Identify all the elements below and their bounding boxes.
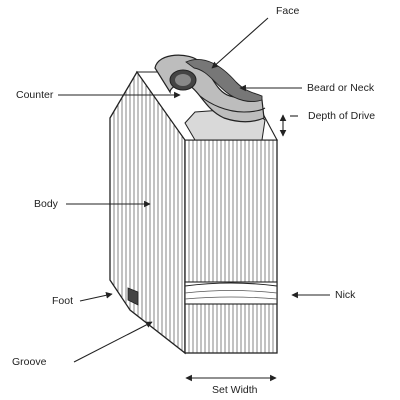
- foot-leader: [79, 292, 113, 302]
- label-nick: Nick: [335, 289, 356, 301]
- front-hatching: [188, 140, 274, 353]
- labels: Face Counter Beard or Neck Depth of Driv…: [12, 5, 375, 396]
- label-face: Face: [276, 5, 300, 17]
- groove-leader: [73, 321, 153, 363]
- label-set-width: Set Width: [212, 384, 258, 396]
- face-leader: [211, 17, 269, 69]
- label-depth-of-drive: Depth of Drive: [308, 110, 375, 122]
- label-foot: Foot: [52, 295, 73, 307]
- block-front-face: [184, 139, 278, 354]
- leader-lines: [58, 17, 330, 382]
- label-body: Body: [34, 198, 59, 210]
- label-groove: Groove: [12, 356, 47, 368]
- label-counter: Counter: [16, 89, 54, 101]
- nick-groove: [184, 281, 278, 305]
- groove-notch: [127, 287, 139, 306]
- label-beard-or-neck: Beard or Neck: [307, 82, 375, 94]
- body-hatching: [113, 72, 183, 353]
- type-block-illustration: [109, 54, 278, 355]
